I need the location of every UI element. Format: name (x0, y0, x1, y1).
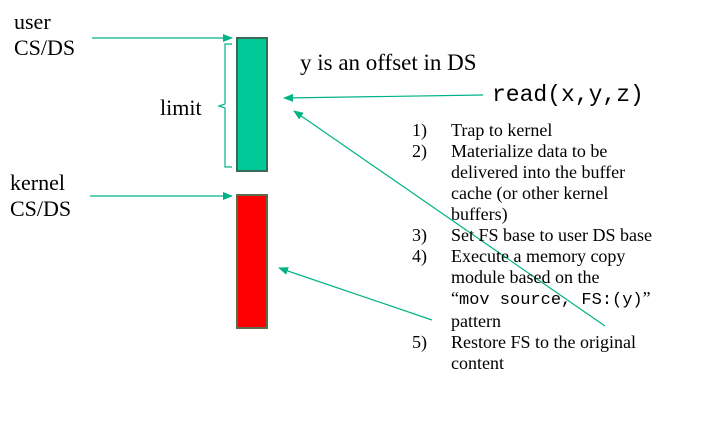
read-call-label: read(x,y,z) (492, 82, 644, 108)
step-text: content (451, 353, 504, 373)
step-code-line: “mov source, FS:(y)” (451, 288, 651, 310)
mov-to-user-arrow (293, 110, 606, 327)
step-item: 5) Restore FS to the original content (402, 332, 652, 374)
limit-brace (217, 43, 232, 168)
step-text: delivered into the buffer (451, 162, 626, 182)
step-number: 1) (412, 120, 427, 140)
limit-label: limit (160, 95, 202, 120)
user-csds-label: user CS/DS (14, 9, 76, 60)
step-item: 3) Set FS base to user DS base (402, 225, 652, 246)
mov-to-kernel-arrow (278, 267, 433, 321)
step-number: 2) (412, 141, 427, 161)
step-number: 3) (412, 225, 427, 245)
step-item: 2) Materialize data to be delivered into… (402, 141, 652, 225)
step-text: cache (or other kernel (451, 183, 609, 203)
step-text: Execute a memory copy (451, 246, 626, 266)
step-text: Trap to kernel (451, 120, 553, 140)
steps-list: 1) Trap to kernel 2) Materialize data to… (402, 120, 652, 374)
kernel-segment (236, 194, 268, 329)
user-segment (236, 37, 268, 172)
step-item: 1) Trap to kernel (402, 120, 652, 141)
step-text: Set FS base to user DS base (451, 225, 652, 245)
step-text: buffers) (451, 204, 508, 224)
step-text: Materialize data to be (451, 141, 608, 161)
step-number: 4) (412, 246, 427, 266)
offset-note: y is an offset in DS (300, 50, 477, 75)
code-snippet: mov source, FS:(y) (459, 291, 643, 310)
step-number: 5) (412, 332, 427, 352)
kernel-csds-label: kernel CS/DS (10, 170, 72, 221)
step-text: Restore FS to the original (451, 332, 636, 352)
step-item: 4) Execute a memory copy module based on… (402, 246, 652, 332)
step-text: module based on the (451, 267, 600, 287)
read-call-arrow (283, 93, 484, 102)
step-text: pattern (451, 311, 501, 331)
